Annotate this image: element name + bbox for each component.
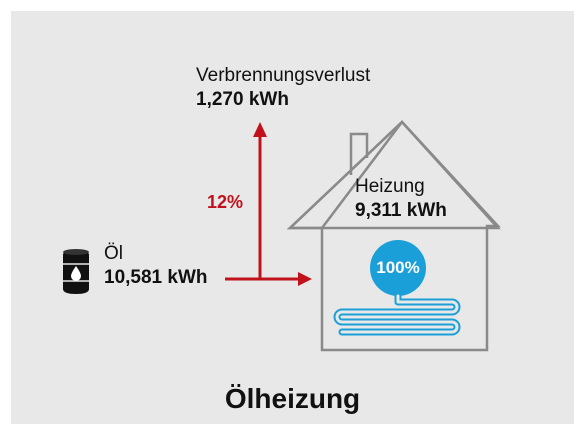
loss-label: Verbrennungsverlust: [196, 65, 371, 86]
arrow-head-right: [298, 272, 312, 286]
loss-value: 1,270 kWh: [196, 89, 289, 110]
house-chimney: [349, 132, 369, 175]
diagram-background: [11, 11, 574, 424]
efficiency-circle: [370, 240, 426, 296]
diagram-title: Ölheizung: [224, 383, 361, 414]
output-value: 9,311 kWh: [355, 200, 447, 221]
input-value: 10,581 kWh: [104, 267, 208, 288]
house-outline: [286, 120, 501, 352]
efficiency-percent: 100%: [376, 258, 420, 277]
input-label: Öl: [104, 243, 123, 264]
arrow-head-up: [253, 122, 267, 137]
house-roof: [286, 120, 501, 230]
energy-flow-arrows: [225, 122, 312, 286]
oil-barrel-icon: [63, 249, 89, 294]
loss-percent: 12%: [207, 192, 244, 212]
output-label: Heizung: [355, 176, 425, 197]
